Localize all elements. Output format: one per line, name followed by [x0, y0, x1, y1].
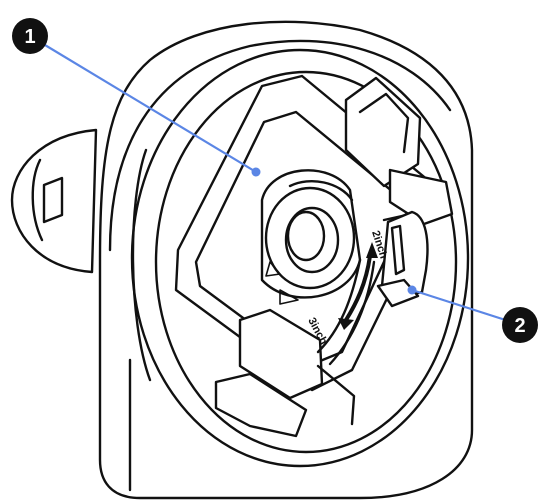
size-selection-lever	[376, 210, 429, 308]
arrow-down-icon	[338, 318, 354, 330]
adapter-center-boss	[260, 169, 362, 305]
spindle-hub	[10, 128, 98, 274]
callout-badge-1	[12, 18, 48, 54]
callout-number-1: 1	[24, 26, 35, 48]
arrow-up-icon	[366, 242, 378, 258]
callout-number-2: 2	[514, 315, 525, 337]
callout-1: 1	[12, 18, 261, 177]
callout-badge-2	[502, 307, 538, 343]
callout-2: 2	[407, 285, 538, 343]
